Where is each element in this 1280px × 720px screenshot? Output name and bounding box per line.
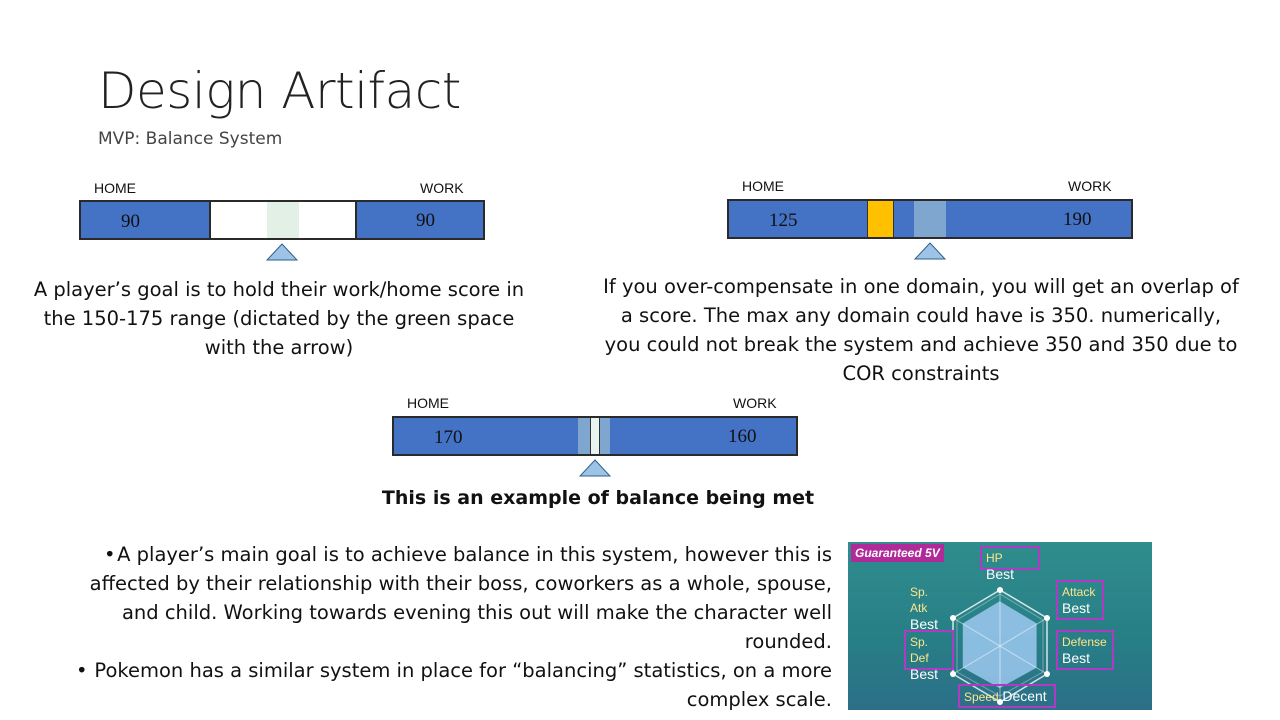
home-score: 90 <box>121 211 140 233</box>
balance-point <box>590 418 600 454</box>
balance-arrow-icon <box>579 459 611 482</box>
bullet-dot-icon: • <box>76 656 88 685</box>
target-zone <box>267 202 299 238</box>
target-zone <box>914 201 946 237</box>
stat-hp: HP Best <box>980 546 1040 570</box>
home-label: HOME <box>742 178 784 194</box>
home-label: HOME <box>407 395 449 411</box>
stat-speed: Speed Decent <box>958 684 1056 708</box>
work-label: WORK <box>420 180 464 196</box>
home-segment <box>729 201 867 237</box>
work-score: 90 <box>416 210 435 232</box>
work-score: 190 <box>1063 209 1092 231</box>
home-segment <box>81 202 209 238</box>
home-score: 170 <box>434 427 463 449</box>
home-label: HOME <box>94 180 136 196</box>
overlap-segment <box>867 201 894 237</box>
work-label: WORK <box>1068 178 1112 194</box>
page-subtitle: MVP: Balance System <box>98 129 282 149</box>
bar2-description: If you over-compensate in one domain, yo… <box>600 272 1242 388</box>
bullet-item: • A player’s main goal is to achieve bal… <box>70 540 832 656</box>
balance-arrow-icon <box>914 242 946 265</box>
work-label: WORK <box>733 395 777 411</box>
bar1-description: A player’s goal is to hold their work/ho… <box>20 275 538 362</box>
work-score: 160 <box>728 426 757 448</box>
home-score: 125 <box>769 210 798 232</box>
page-title: Design Artifact <box>98 62 461 120</box>
balance-arrow-icon <box>266 243 298 266</box>
bullet-item: • Pokemon has a similar system in place … <box>70 656 832 714</box>
bullet-dot-icon: • <box>104 540 116 569</box>
balance-caption: This is an example of balance being met <box>360 487 836 509</box>
bullet-list: • A player’s main goal is to achieve bal… <box>70 540 832 714</box>
